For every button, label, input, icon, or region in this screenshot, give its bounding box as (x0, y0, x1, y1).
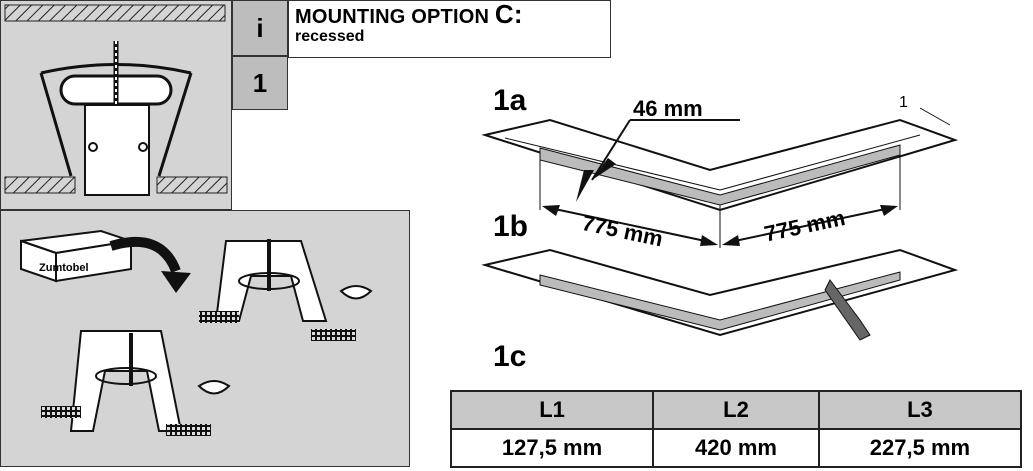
table-header-row: L1 L2 L3 (449, 390, 1023, 430)
table-cell: 420 mm (652, 428, 820, 468)
unpacking-panel: Zumtobel (0, 210, 410, 467)
unpacking-drawing (20, 229, 373, 436)
step-1b-label: 1b (493, 210, 529, 243)
page-subtitle: recessed (295, 28, 365, 45)
info-icon-label: i (256, 12, 264, 43)
step-number-label: 1 (252, 67, 268, 98)
table-cell: 127,5 mm (449, 428, 655, 468)
step-1c-label: 1c (493, 340, 527, 373)
length-table: L1 L2 L3 127,5 mm 420 mm 227,5 mm (449, 390, 1023, 468)
title-box: MOUNTING OPTION C: recessed (288, 0, 611, 58)
box-label: Zumtobel (39, 262, 89, 274)
info-icon: i (232, 0, 288, 56)
mounting-cross-section-panel (0, 0, 232, 210)
width-dimension-label: 46 mm (633, 96, 703, 121)
table-row: 127,5 mm 420 mm 227,5 mm (449, 428, 1023, 468)
page-title: MOUNTING OPTION C: (295, 0, 604, 29)
step-number-badge: 1 (232, 56, 288, 110)
cutting-diagram (481, 107, 959, 341)
recessed-mount-drawing (4, 4, 228, 196)
table-cell: 227,5 mm (817, 428, 1023, 468)
table-header-cell: L1 (449, 390, 655, 430)
table-header-cell: L3 (817, 390, 1023, 430)
step-1a-label: 1a (493, 84, 527, 117)
title-option-letter: C: (494, 0, 523, 29)
callout-number: 1 (899, 94, 908, 111)
table-header-cell: L2 (652, 390, 820, 430)
title-text: MOUNTING OPTION (295, 6, 490, 28)
